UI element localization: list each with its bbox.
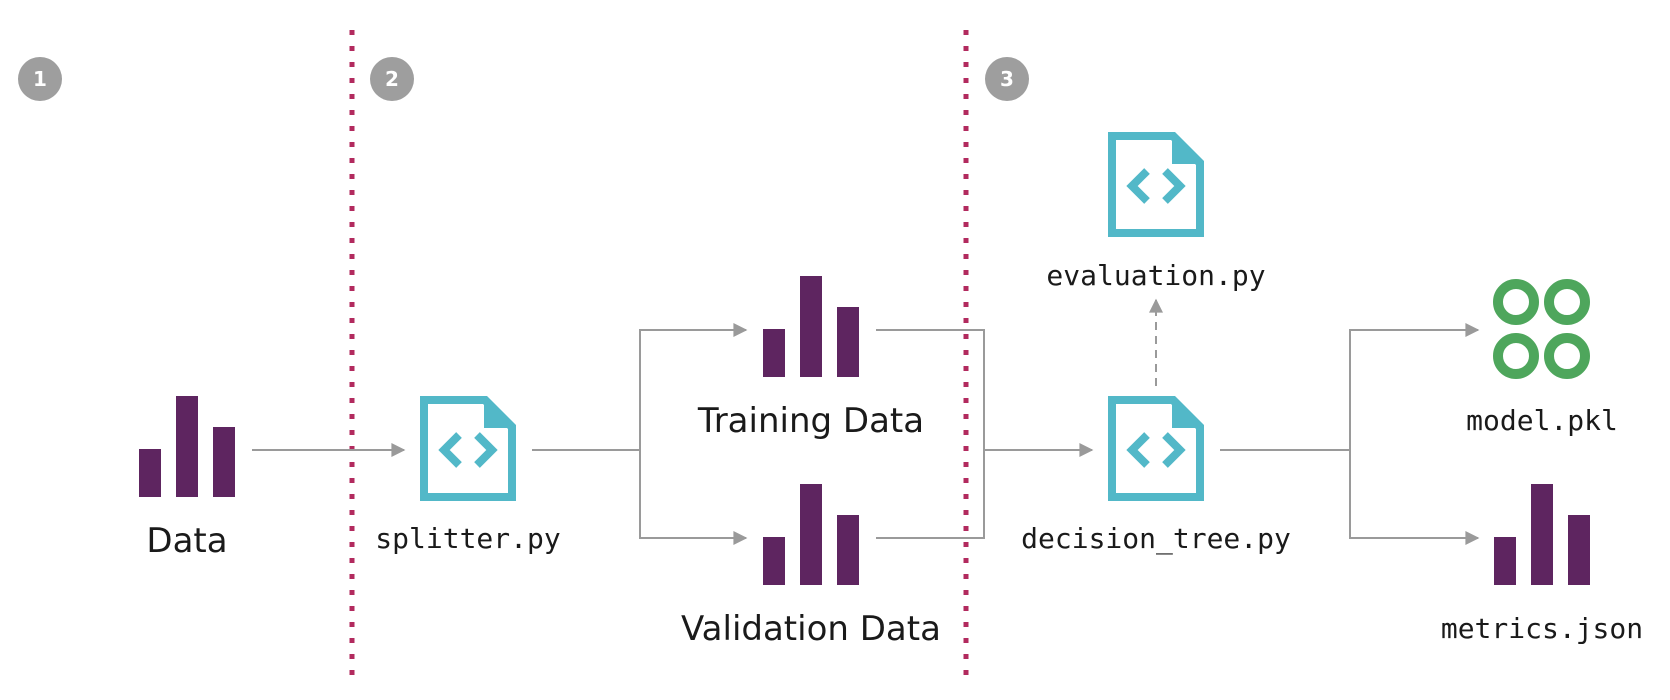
code-file-icon — [1108, 132, 1204, 237]
node-splitter: splitter.py — [375, 396, 561, 555]
node-label-training-data: Training Data — [697, 401, 924, 441]
connectors — [252, 298, 1480, 545]
node-validation-data: Validation Data — [681, 484, 941, 649]
connector-splitter-to-validation — [639, 450, 748, 545]
step-number-1: 1 — [33, 67, 47, 91]
node-decision-tree: decision_tree.py — [1021, 396, 1291, 556]
code-file-icon — [420, 396, 516, 501]
node-label-decision-tree: decision_tree.py — [1021, 522, 1291, 556]
node-label-data: Data — [146, 521, 227, 561]
node-label-model: model.pkl — [1466, 404, 1618, 437]
connector-decision-tree-to-metrics — [1349, 450, 1480, 545]
node-training-data: Training Data — [697, 276, 924, 441]
node-metrics: metrics.json — [1441, 484, 1643, 645]
node-evaluation: evaluation.py — [1046, 132, 1266, 292]
model-icon — [1493, 279, 1590, 379]
step-number-2: 2 — [385, 67, 399, 91]
bar-chart-icon — [763, 484, 859, 585]
bar-chart-icon — [139, 396, 235, 497]
node-label-validation-data: Validation Data — [681, 609, 941, 649]
node-label-splitter: splitter.py — [375, 522, 560, 555]
connector-decision-tree-branch — [1220, 323, 1480, 451]
step-badge-3: 3 — [985, 57, 1029, 101]
bar-chart-icon — [763, 276, 859, 377]
node-data: Data — [139, 396, 235, 561]
node-label-evaluation: evaluation.py — [1046, 259, 1265, 292]
bar-chart-icon — [1494, 484, 1590, 585]
step-badge-2: 2 — [370, 57, 414, 101]
code-file-icon — [1108, 396, 1204, 501]
step-number-3: 3 — [1000, 67, 1014, 91]
node-label-metrics: metrics.json — [1441, 612, 1643, 645]
connector-training-merge — [876, 329, 985, 539]
connector-splitter-branch — [532, 323, 748, 451]
node-model: model.pkl — [1466, 279, 1618, 437]
step-badge-1: 1 — [18, 57, 62, 101]
